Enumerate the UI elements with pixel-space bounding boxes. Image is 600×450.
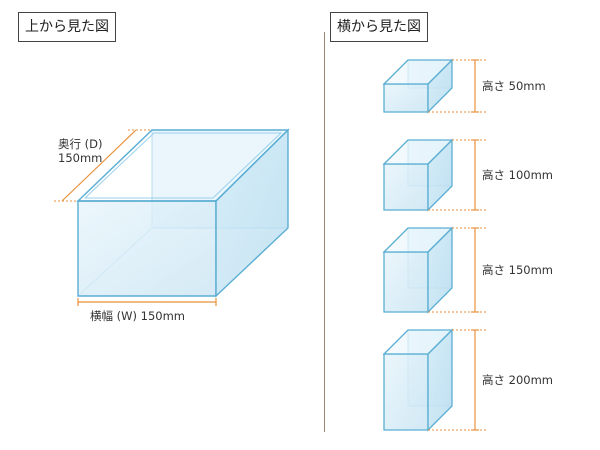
height-label: 高さ 200mm — [482, 373, 553, 387]
width-dimension: 横幅 (W) 150mm — [77, 298, 217, 323]
box-top-rim-outer — [76, 129, 290, 202]
side-box-150mm: 高さ 150mm — [382, 226, 553, 314]
height-label: 高さ 50mm — [482, 79, 546, 93]
side-box-100mm: 高さ 100mm — [382, 138, 553, 212]
top-view-box — [76, 128, 290, 298]
view-divider — [324, 32, 325, 432]
side-box-front-panel — [383, 83, 429, 113]
side-box-front-panel — [383, 251, 429, 313]
side-view-boxes: 高さ 50mm 高さ 100mm 高さ 150mm 高さ 200mm — [382, 58, 553, 432]
top-view-title: 上から見た図 — [18, 12, 116, 42]
box-top-rim-inner — [83, 132, 283, 199]
box-front-panel — [77, 200, 217, 297]
height-label: 高さ 100mm — [482, 168, 553, 182]
side-box-200mm: 高さ 200mm — [382, 328, 553, 432]
side-view-title: 横から見た図 — [330, 12, 428, 42]
width-label: 横幅 (W) 150mm — [90, 309, 185, 323]
height-label: 高さ 150mm — [482, 263, 553, 277]
side-box-front-panel — [383, 353, 429, 431]
depth-label: 奥行 (D) — [58, 137, 102, 151]
side-box-front-panel — [383, 163, 429, 211]
depth-dimension-line — [61, 129, 137, 202]
depth-value: 150mm — [58, 151, 102, 165]
side-box-50mm: 高さ 50mm — [382, 58, 546, 114]
depth-dimension: 奥行 (D) 150mm — [54, 129, 152, 202]
